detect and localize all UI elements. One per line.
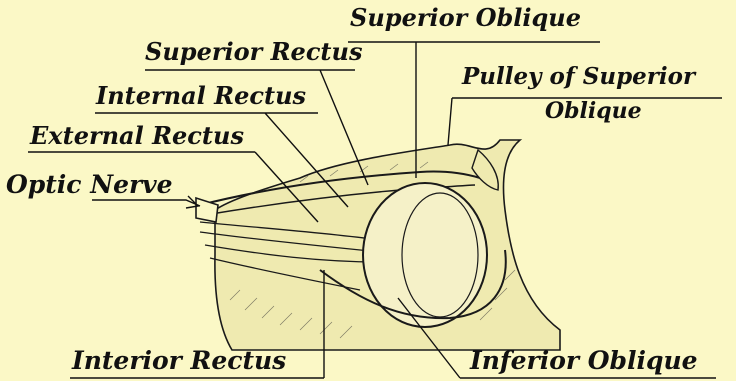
label-internal-rectus: Internal Rectus <box>96 84 306 108</box>
label-inferior-rectus: Interior Rectus <box>72 348 286 373</box>
label-external-rectus: External Rectus <box>30 124 244 148</box>
label-optic-nerve: Optic Nerve <box>6 172 173 197</box>
label-inferior-oblique: Inferior Oblique <box>470 348 698 373</box>
label-superior-rectus: Superior Rectus <box>145 40 362 64</box>
label-superior-oblique: Superior Oblique <box>350 6 581 30</box>
label-pulley-line2: Oblique <box>545 100 642 122</box>
label-pulley-line1: Pulley of Superior <box>462 65 695 88</box>
